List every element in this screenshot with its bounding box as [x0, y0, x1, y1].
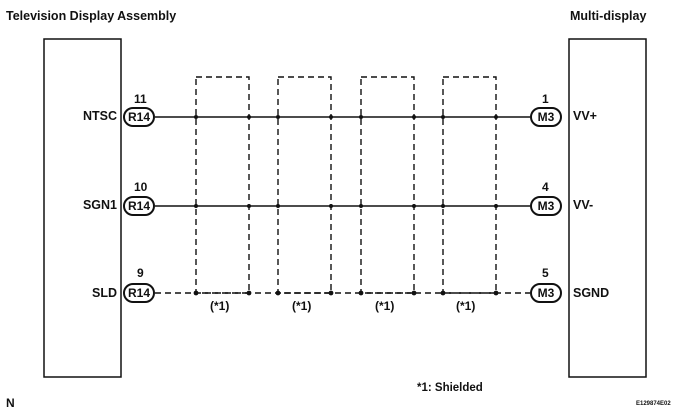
- footnote-shielded: *1: Shielded: [417, 382, 483, 394]
- shield-box-2: [277, 76, 332, 294]
- left-connector-r14-sld: R14: [123, 283, 155, 303]
- left-pin-number-11: 11: [134, 92, 147, 106]
- right-pin-number-5: 5: [542, 266, 549, 280]
- right-connector-m3-sgnd: M3: [530, 283, 562, 303]
- multi-display-box: [568, 38, 647, 378]
- shield-box-1: [195, 76, 250, 294]
- shield-mark-2: (*1): [292, 299, 312, 313]
- left-signal-ntsc: NTSC: [82, 109, 117, 123]
- right-signal-sgnd: SGND: [573, 286, 610, 300]
- right-signal-vvplus: VV+: [573, 109, 597, 123]
- corner-letter: N: [6, 396, 15, 410]
- right-connector-m3-vvminus: M3: [530, 196, 562, 216]
- figure-code: E129874E02: [636, 401, 671, 407]
- shield-box-4: [442, 76, 497, 294]
- shield-boxes: [195, 76, 497, 294]
- left-pin-number-9: 9: [137, 266, 144, 280]
- shield-mark-4: (*1): [456, 299, 476, 313]
- right-component-title: Multi-display: [570, 9, 647, 23]
- tv-display-assembly-box: [43, 38, 122, 378]
- right-pin-number-1: 1: [542, 92, 549, 106]
- right-connector-m3-vvplus: M3: [530, 107, 562, 127]
- left-signal-sgn1: SGN1: [82, 198, 117, 212]
- right-signal-vvminus: VV-: [573, 198, 594, 212]
- left-signal-sld: SLD: [92, 286, 117, 300]
- left-component-title: Television Display Assembly: [6, 9, 177, 23]
- right-pin-number-4: 4: [542, 180, 549, 194]
- shield-mark-3: (*1): [375, 299, 395, 313]
- left-connector-r14-sgn1: R14: [123, 196, 155, 216]
- shield-mark-1: (*1): [210, 299, 230, 313]
- left-connector-r14-ntsc: R14: [123, 107, 155, 127]
- left-pin-number-10: 10: [134, 180, 148, 194]
- junction-dots: [193, 115, 499, 296]
- shield-box-3: [360, 76, 415, 294]
